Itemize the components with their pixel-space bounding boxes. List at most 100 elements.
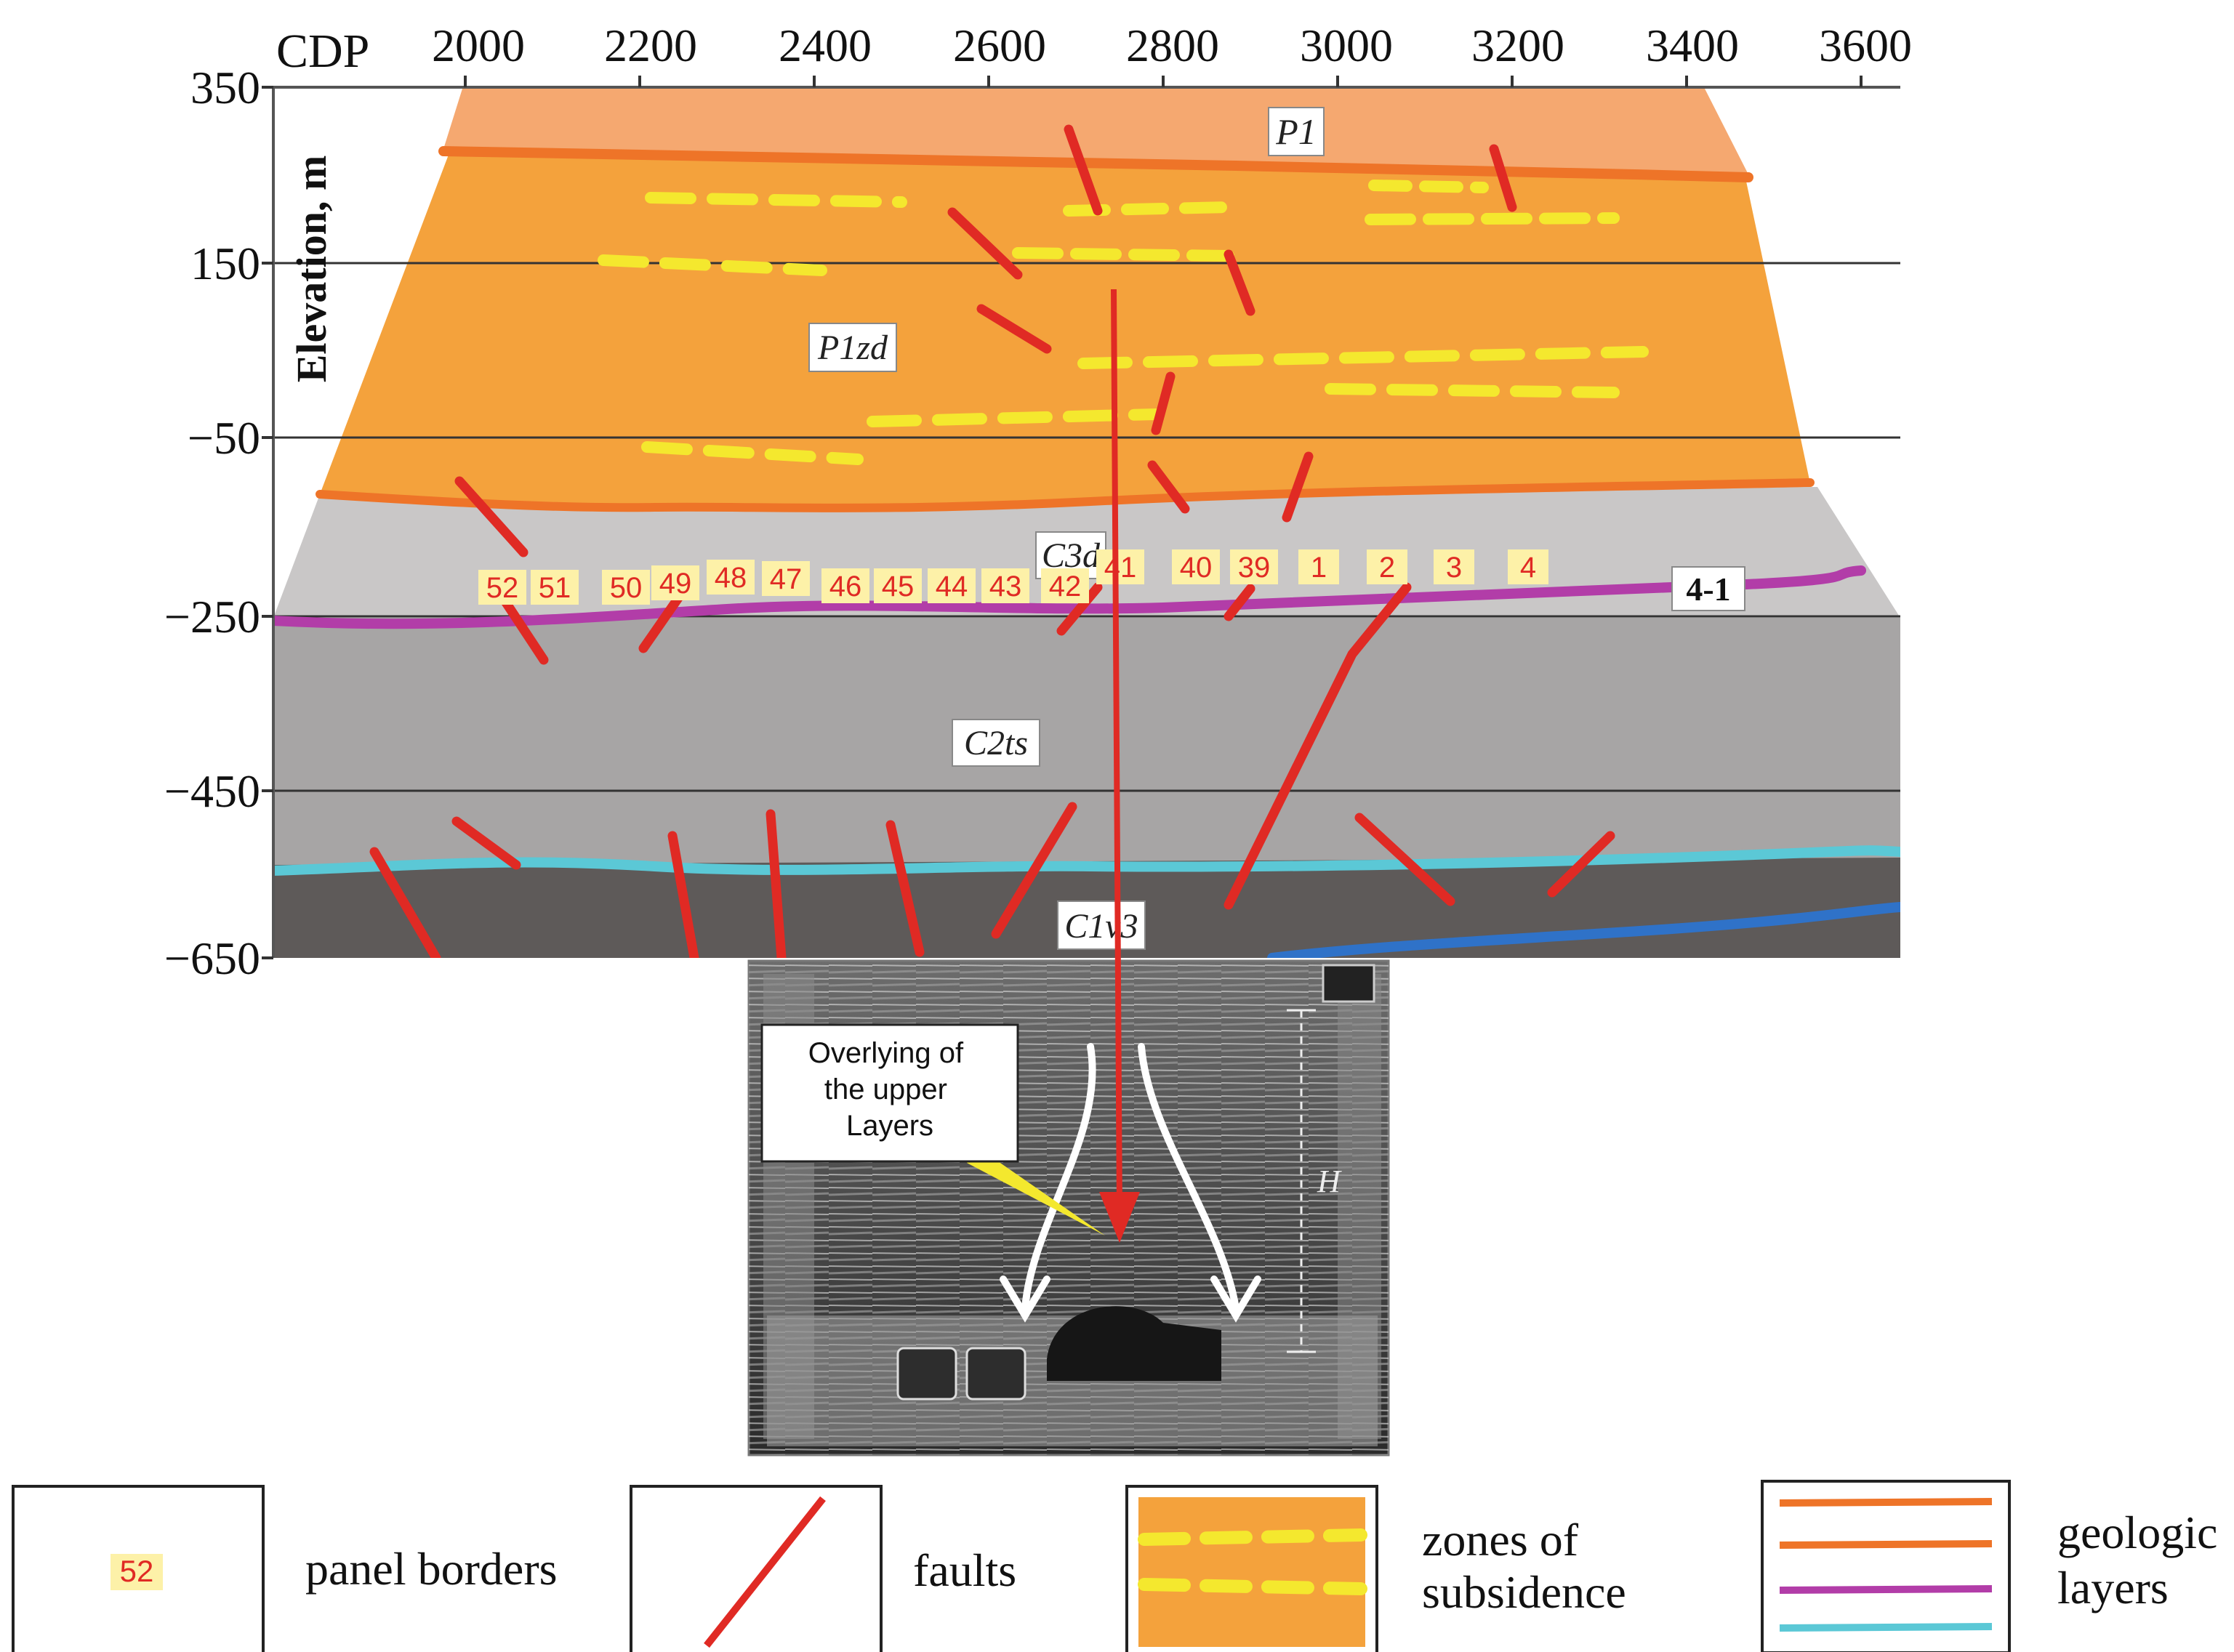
fault-line [885, 820, 925, 957]
legend-fault-line [704, 1496, 826, 1648]
panel-label: 48 [707, 560, 755, 595]
fault-line [1151, 371, 1176, 435]
layer-label-c1v3: C1v3 [1057, 900, 1146, 950]
panel-label: 50 [602, 570, 650, 605]
fault-line [451, 816, 521, 870]
legend-panel-borders: 52 panel borders [12, 1485, 558, 1652]
panel-label: 4 [1508, 549, 1548, 584]
white-arrow-right [1138, 1043, 1239, 1312]
y-axis-title: Elevation, m [288, 156, 335, 383]
legend: 52 panel borders faults zones of subside… [12, 1480, 2229, 1652]
y-tick-label: −650 [164, 932, 260, 984]
pillar-block [896, 1347, 957, 1401]
legend-layers-label: geologic layers [2057, 1507, 2229, 1613]
panel-label: 40 [1172, 549, 1220, 584]
layer-line-4-1 [273, 565, 1866, 629]
panel-label: 44 [928, 568, 976, 603]
x-tick-label: 2200 [604, 20, 697, 71]
svg-text:C2ts: C2ts [964, 724, 1028, 762]
svg-text:47: 47 [770, 563, 803, 595]
svg-text:43: 43 [989, 571, 1022, 603]
white-arrow-right-head [1210, 1276, 1261, 1323]
y-tick-label: −450 [164, 765, 260, 817]
svg-text:3: 3 [1446, 552, 1462, 584]
layer-label-p1: P1 [1268, 107, 1325, 156]
panel-label: 3 [1434, 549, 1474, 584]
layer-label-c2ts: C2ts [952, 719, 1040, 767]
panel-label: 52 [478, 570, 526, 605]
height-label: H [1317, 1164, 1342, 1199]
subsidence-dash [641, 441, 864, 465]
y-tick-labels: 350 150 −50 −250 −450 −650 [164, 62, 260, 984]
svg-text:4: 4 [1520, 552, 1536, 584]
svg-text:44: 44 [936, 571, 968, 603]
panel-label: 51 [531, 570, 579, 605]
white-arrow-left [1021, 1043, 1096, 1312]
panel-label: 46 [821, 568, 869, 603]
callout-pointer [967, 1150, 1105, 1236]
svg-text:2: 2 [1379, 552, 1395, 584]
legend-geologic-layers: geologic layers [1761, 1480, 2229, 1652]
subsidence-dash [1368, 180, 1489, 193]
c2ts-zone [273, 618, 1900, 865]
panel-label: 45 [874, 568, 922, 603]
fault-line [1064, 124, 1103, 216]
fault-line [991, 802, 1077, 939]
x-tick-label: 2400 [779, 20, 872, 71]
x-axis-title: CDP [276, 25, 369, 78]
section-plot [273, 89, 1900, 958]
svg-text:P1zd: P1zd [817, 329, 888, 367]
subsidence-dash [1365, 212, 1620, 225]
legend-subsidence-label: zones of subsidence [1422, 1514, 1626, 1618]
y-tick-label: −250 [164, 591, 260, 642]
svg-text:C1v3: C1v3 [1064, 907, 1138, 946]
subsidence-dash [867, 408, 1162, 427]
fault-line [1547, 831, 1615, 898]
svg-text:42: 42 [1049, 571, 1082, 603]
fault-line [1224, 582, 1412, 910]
fault-line [1056, 582, 1103, 636]
white-arrow-left-head [1000, 1276, 1050, 1323]
layer-line-c1v3 [1267, 902, 1900, 958]
svg-text:48: 48 [715, 562, 747, 594]
fault-line [1224, 584, 1255, 621]
svg-text:52: 52 [486, 572, 519, 604]
x-tick-label: 2600 [953, 20, 1046, 71]
fault-line [1282, 451, 1314, 523]
panel-label: 41 [1096, 549, 1144, 584]
fault-line [1489, 144, 1517, 212]
svg-text:51: 51 [539, 572, 571, 604]
svg-text:4-1: 4-1 [1686, 571, 1730, 608]
red-arrow [1099, 289, 1140, 1243]
fault-line [369, 847, 441, 958]
legend-faults: faults [630, 1485, 1016, 1652]
layer-line-p1zd-base [316, 478, 1815, 512]
subsidence-dash [1077, 346, 1649, 369]
legend-panel-sample: 52 [120, 1554, 154, 1588]
panel-label: 1 [1298, 549, 1339, 584]
x-tick-label: 3000 [1300, 20, 1393, 71]
subsidence-dash [1325, 383, 1620, 398]
fault-line [1354, 813, 1455, 906]
fault-line [638, 591, 685, 653]
panel-label: 39 [1230, 549, 1278, 584]
layer-label-p1zd: P1zd [808, 323, 897, 372]
p1zd-zone [320, 149, 1810, 509]
layer-line-c2ts-base [273, 845, 1900, 876]
panel-borders: 52 51 50 49 48 47 46 45 44 43 42 41 40 3… [478, 549, 1548, 605]
fault-line [454, 476, 529, 557]
panel-label: 43 [981, 568, 1029, 603]
x-tick-label: 3200 [1471, 20, 1564, 71]
subsidence-dash [598, 254, 827, 276]
excavation-cavity [1047, 1306, 1221, 1381]
legend-panel-borders-label: panel borders [305, 1543, 558, 1595]
svg-text:50: 50 [610, 572, 643, 604]
y-tick-label: −50 [188, 412, 260, 464]
fault-line [1224, 249, 1255, 316]
legend-subsidence: zones of subsidence [1125, 1485, 1626, 1652]
fault-line [766, 809, 787, 958]
subsidence-dash [645, 192, 907, 208]
layer-label-4-1: 4-1 [1671, 566, 1745, 611]
panel-label: 42 [1041, 568, 1089, 603]
